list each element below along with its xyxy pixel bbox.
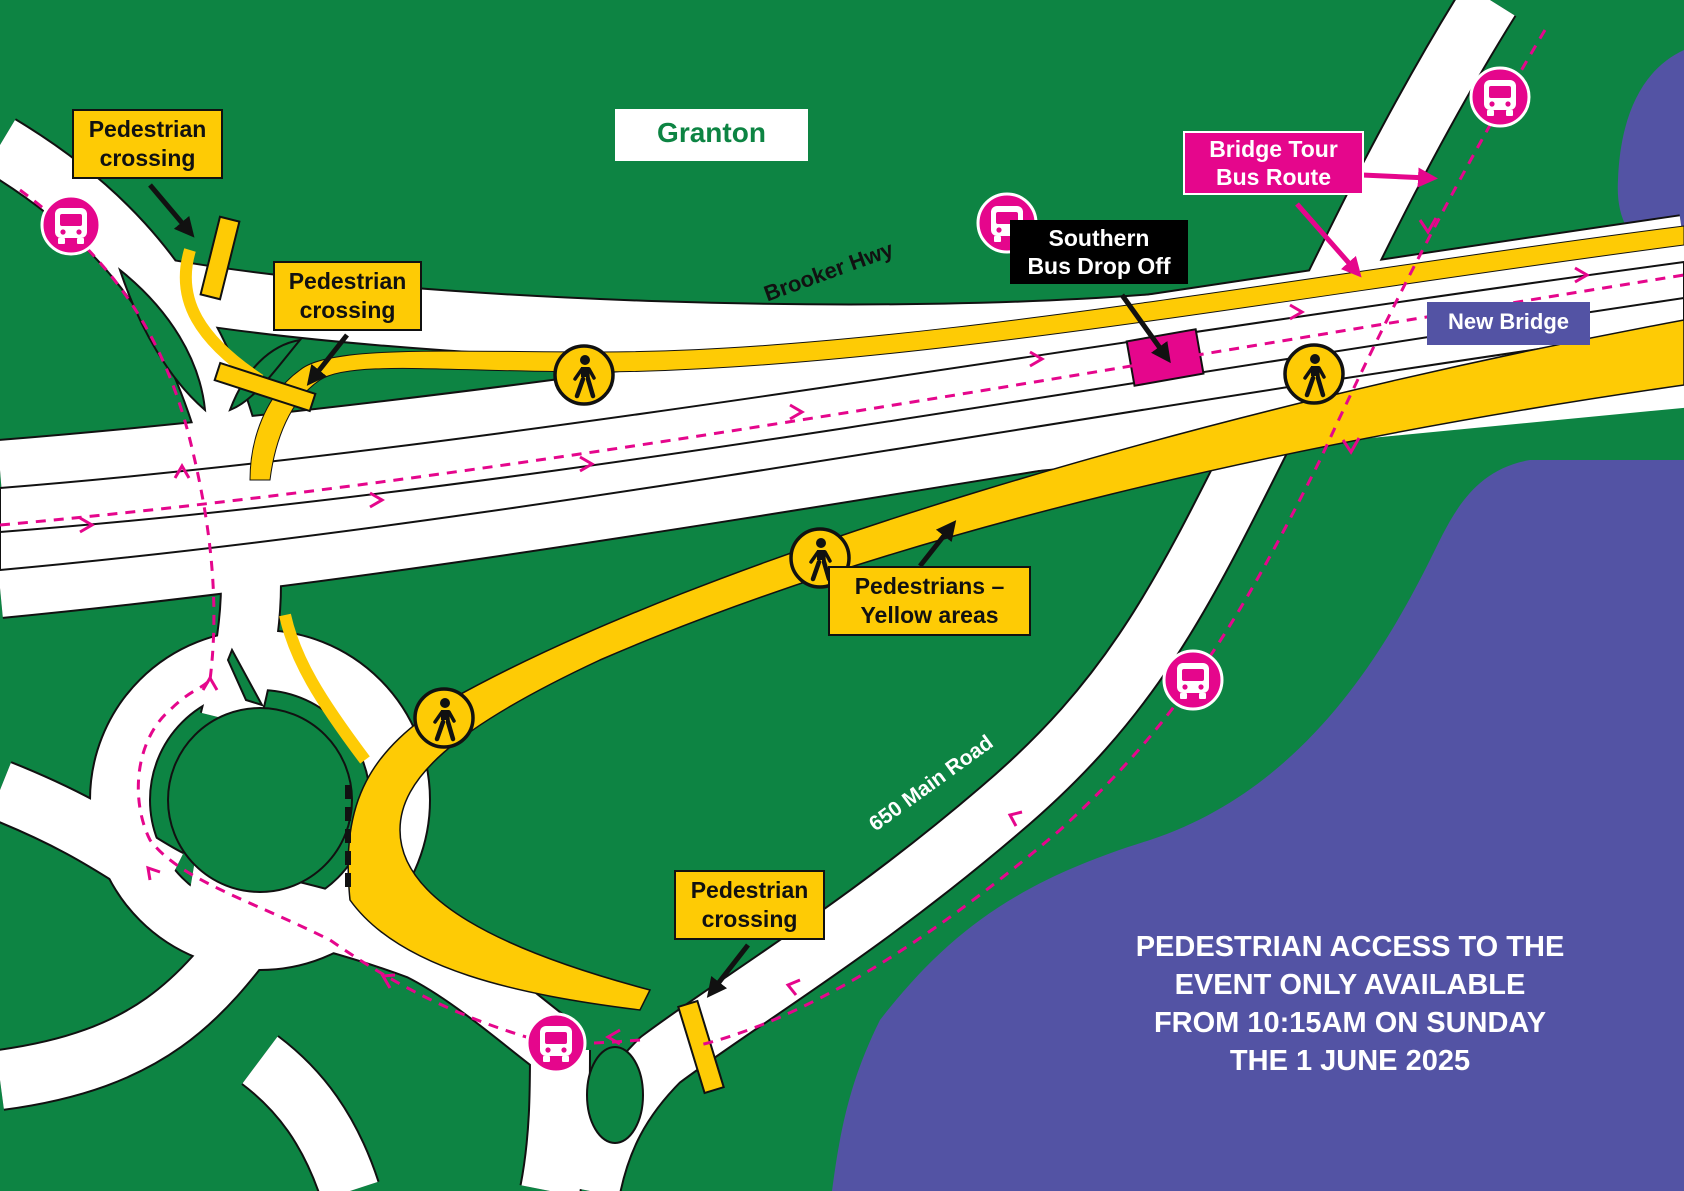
roundabout-island [167,707,353,893]
bus-stop-icon [525,1012,587,1074]
crossing-marker [213,361,317,413]
label-line: Yellow areas [860,602,999,628]
traffic-island [117,267,207,413]
pedestrian-icon [555,346,613,404]
notice-line: EVENT ONLY AVAILABLE [1174,969,1526,1001]
label-line: Pedestrian [88,116,207,142]
pedestrian-crossing-label: Pedestrian crossing [273,261,422,331]
access-notice: PEDESTRIAN ACCESS TO THE EVENT ONLY AVAI… [1090,928,1610,1080]
label-line: Bridge Tour [1209,136,1338,162]
crossing-marker [199,215,241,301]
pointer-arrow [1119,293,1171,364]
bus-drop-off-label: Southern Bus Drop Off [1010,220,1188,284]
label-line: Bus Drop Off [1027,253,1171,279]
highway-band [0,260,1684,572]
pointer-arrow [148,183,195,238]
pedestrian-icon [1285,345,1343,403]
label-line: Pedestrian [288,268,407,294]
label-line: crossing [701,906,798,932]
notice-line: THE 1 JUNE 2025 [1229,1045,1471,1077]
pointer-arrow [706,943,750,998]
pointer-arrow [918,520,957,568]
pedestrian-area [347,319,1684,1011]
pointer-arrow [1361,167,1438,188]
pedestrian-crossing-label: Pedestrian crossing [674,870,825,940]
highway-median [0,297,1684,533]
bus-stop-icon [1469,66,1531,128]
crossing-marker [677,999,725,1095]
notice-line: FROM 10:15AM ON SUNDAY [1153,1007,1547,1039]
river-water [832,460,1684,1191]
label-line: crossing [299,297,396,323]
label-line: Pedestrian [690,877,809,903]
traffic-island [586,1046,644,1144]
pedestrian-path [279,613,370,764]
place-label-granton: Granton [615,109,808,161]
pointer-arrow [306,333,349,386]
label-line: crossing [99,145,196,171]
bus-stop-icon [40,194,102,256]
bus-route-arrows [79,217,1590,1046]
label-line: Pedestrians – [854,573,1005,599]
river-water [1617,50,1684,260]
new-bridge-label: New Bridge [1427,302,1590,345]
bus-route-label: Bridge Tour Bus Route [1183,131,1364,195]
traffic-island [226,647,265,707]
label-line: Bus Route [1216,164,1331,190]
pedestrian-areas-label: Pedestrians – Yellow areas [828,566,1031,636]
pedestrian-area [249,225,1684,481]
notice-line: PEDESTRIAN ACCESS TO THE [1135,931,1565,963]
bus-stop-icon [1162,649,1224,711]
pointer-arrow [1295,202,1362,278]
label-line: Southern [1048,225,1150,251]
pedestrian-path [179,248,264,385]
pedestrian-crossing-label: Pedestrian crossing [72,109,223,179]
pedestrian-icon [415,689,473,747]
